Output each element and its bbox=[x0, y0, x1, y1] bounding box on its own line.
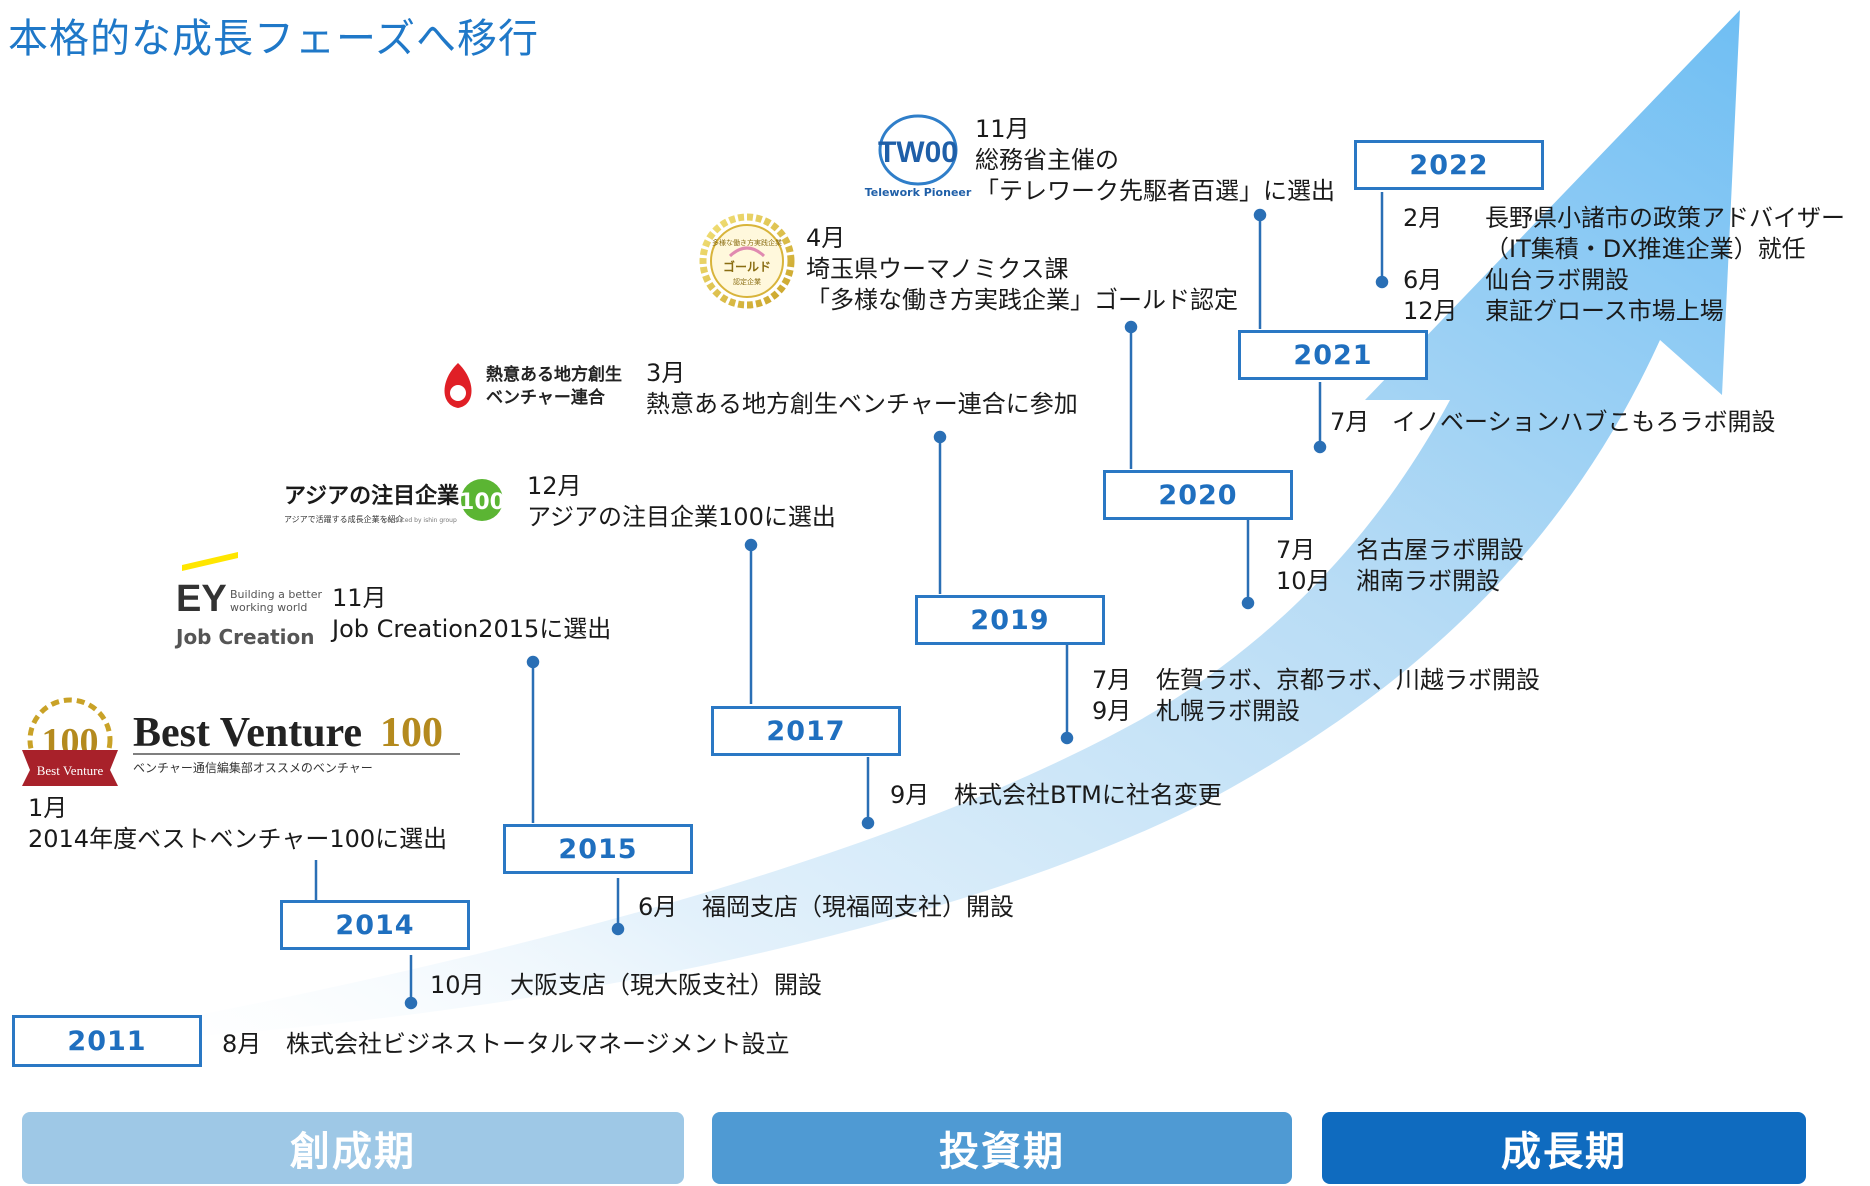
svg-text:アジアで活躍する成長企業を紹介: アジアで活躍する成長企業を紹介 bbox=[284, 514, 404, 524]
award-netsui-venture: 3月 熱意ある地方創生ベンチャー連合に参加 bbox=[646, 359, 1078, 418]
svg-text:Building a better: Building a better bbox=[230, 588, 323, 601]
phase-investment: 投資期 bbox=[712, 1112, 1292, 1184]
svg-text:produced by ishin group: produced by ishin group bbox=[384, 517, 457, 524]
award-telework-pioneer: 11月 総務省主催の 「テレワーク先駆者百選」に選出 bbox=[975, 115, 1335, 205]
gold-certification-badge: 多様な働き方実践企業 ゴールド 認定企業 bbox=[699, 213, 795, 309]
ey-logo: EY Building a better working world Job C… bbox=[174, 552, 323, 649]
netsui-venture-logo: 熱意ある地方創生 ベンチャー連合 bbox=[444, 363, 622, 408]
svg-text:Best Venture: Best Venture bbox=[133, 710, 362, 756]
award-gold-certification: 4月 埼玉県ウーマノミクス課 「多様な働き方実践企業」ゴールド認定 bbox=[806, 224, 1238, 314]
svg-text:ベンチャー通信編集部オススメのベンチャー: ベンチャー通信編集部オススメのベンチャー bbox=[133, 760, 373, 775]
event-2020: 7月名古屋ラボ開設 10月湘南ラボ開設 bbox=[1276, 536, 1524, 595]
year-box-2022: 2022 bbox=[1354, 140, 1544, 190]
award-best-venture: 1月 2014年度ベストベンチャー100に選出 bbox=[28, 794, 448, 853]
svg-text:TW00: TW00 bbox=[878, 136, 958, 169]
svg-text:100: 100 bbox=[380, 710, 443, 756]
svg-text:Telework Pioneer: Telework Pioneer bbox=[865, 186, 972, 199]
year-box-2019: 2019 bbox=[915, 595, 1105, 645]
svg-text:アジアの注目企業: アジアの注目企業 bbox=[284, 483, 460, 508]
event-2021: 7月イノベーションハブこもろラボ開設 bbox=[1330, 408, 1776, 436]
svg-text:ベンチャー連合: ベンチャー連合 bbox=[486, 387, 606, 408]
asia-100-logo: アジアの注目企業 100 アジアで活躍する成長企業を紹介 produced by… bbox=[284, 479, 505, 524]
svg-text:Best Venture: Best Venture bbox=[37, 763, 104, 778]
svg-text:ゴールド: ゴールド bbox=[723, 259, 771, 274]
year-box-2021: 2021 bbox=[1238, 330, 1428, 380]
award-asia-100: 12月 アジアの注目企業100に選出 bbox=[527, 472, 836, 531]
svg-text:認定企業: 認定企業 bbox=[733, 277, 761, 286]
phase-growth: 成長期 bbox=[1322, 1112, 1806, 1184]
year-box-2017: 2017 bbox=[711, 706, 901, 756]
svg-text:多様な働き方実践企業: 多様な働き方実践企業 bbox=[712, 238, 782, 247]
event-2019: 7月佐賀ラボ、京都ラボ、川越ラボ開設 9月札幌ラボ開設 bbox=[1092, 666, 1540, 725]
laurel-badge bbox=[27, 697, 113, 783]
connector-lines bbox=[314, 192, 1389, 1010]
event-2017: 9月株式会社BTMに社名変更 bbox=[890, 781, 1222, 809]
telework-pioneer-logo: TW00 Telework Pioneer bbox=[865, 114, 972, 199]
svg-text:EY: EY bbox=[176, 578, 227, 620]
year-box-2011: 2011 bbox=[12, 1015, 202, 1067]
svg-text:Job Creation: Job Creation bbox=[174, 625, 314, 649]
growth-arrow bbox=[40, 10, 1740, 1045]
award-job-creation: 11月 Job Creation2015に選出 bbox=[332, 584, 612, 643]
best-venture-logo: 100 Best Venture Best Venture 100 ベンチャー通… bbox=[22, 697, 460, 786]
year-box-2014: 2014 bbox=[280, 900, 470, 950]
year-box-2020: 2020 bbox=[1103, 470, 1293, 520]
phase-founding: 創成期 bbox=[22, 1112, 684, 1184]
event-2022: 2月長野県小諸市の政策アドバイザー （IT集積・DX推進企業）就任 6月仙台ラボ… bbox=[1403, 204, 1845, 325]
svg-text:100: 100 bbox=[459, 490, 505, 515]
page-title: 本格的な成長フェーズへ移行 bbox=[8, 16, 539, 62]
svg-text:working world: working world bbox=[230, 601, 307, 614]
event-2015: 6月福岡支店（現福岡支社）開設 bbox=[638, 893, 1014, 921]
svg-text:熱意ある地方創生: 熱意ある地方創生 bbox=[486, 364, 622, 385]
event-2014: 10月大阪支店（現大阪支社）開設 bbox=[430, 971, 822, 999]
year-box-2015: 2015 bbox=[503, 824, 693, 874]
event-2011: 8月株式会社ビジネストータルマネージメント設立 bbox=[222, 1030, 790, 1058]
